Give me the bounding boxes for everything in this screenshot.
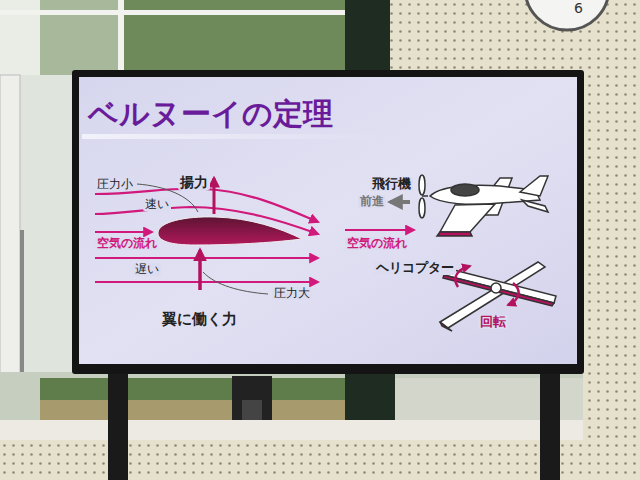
lift-label: 揚力: [178, 175, 210, 190]
airflow-label: 空気の流れ: [345, 237, 409, 250]
airflow-label: 空気の流れ: [95, 237, 159, 250]
speed-label: 遅い: [133, 263, 161, 276]
lift-arrow: [213, 178, 216, 214]
pressure-label: 圧力大: [272, 287, 312, 300]
pressure-label: 圧力小: [95, 178, 135, 191]
forward-arrow: [390, 200, 410, 204]
figure-caption: 翼に働く力: [162, 311, 237, 328]
vehicle-label: ヘリコプター: [374, 261, 456, 275]
airplane-illustration: [419, 175, 548, 236]
clock-numeral: 6: [574, 1, 583, 16]
rotation-arrows: [455, 266, 518, 305]
direction-label: 前進: [358, 195, 386, 208]
vehicle-label: 飛行機: [370, 177, 413, 191]
rotor-illustration: [440, 262, 556, 331]
airfoil: [158, 217, 302, 245]
airflow-arrow: [345, 229, 414, 231]
pressure-arrow: [198, 250, 202, 290]
television: [72, 70, 584, 374]
leader-line: [203, 272, 268, 294]
speed-label: 速い: [143, 198, 171, 211]
rotation-label: 回転: [478, 315, 508, 329]
slide-title: ベルヌーイの定理: [88, 97, 333, 130]
airflow-lines: [95, 189, 318, 282]
